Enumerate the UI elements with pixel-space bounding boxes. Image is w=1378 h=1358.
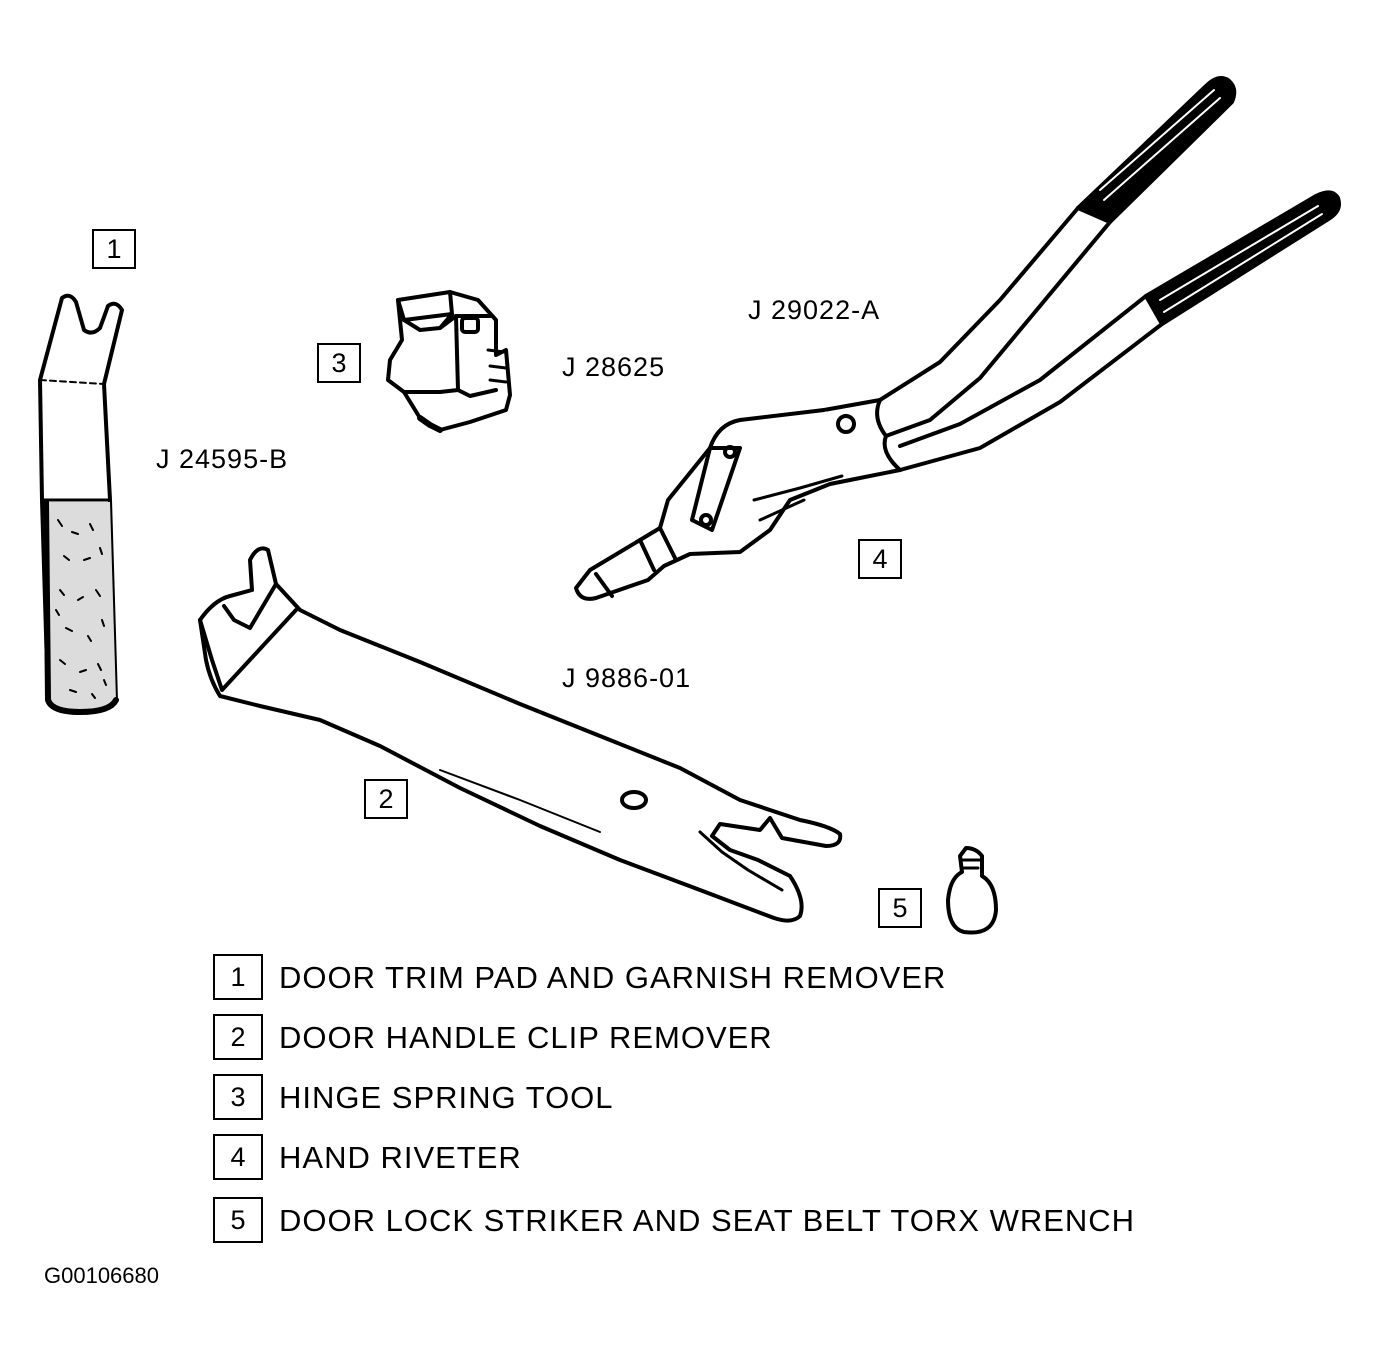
legend-number: 3: [213, 1074, 263, 1120]
legend-label: HINGE SPRING TOOL: [279, 1080, 614, 1115]
legend-row: 2 DOOR HANDLE CLIP REMOVER: [213, 1014, 1213, 1064]
callout-box-1: 1: [92, 229, 136, 269]
door-handle-clip-remover-drawing: [198, 546, 843, 923]
part-number-3: J 28625: [562, 352, 666, 382]
figure-id: G00106680: [44, 1263, 159, 1288]
legend-row: 4 HAND RIVETER: [213, 1134, 1213, 1184]
hand-riveter-drawing: [574, 76, 1341, 601]
legend-row: 1 DOOR TRIM PAD AND GARNISH REMOVER: [213, 954, 1213, 1004]
legend-label: DOOR HANDLE CLIP REMOVER: [279, 1020, 773, 1055]
legend-row: 5 DOOR LOCK STRIKER AND SEAT BELT TORX W…: [213, 1197, 1213, 1247]
legend-number: 2: [213, 1014, 263, 1060]
legend-number: 1: [213, 954, 263, 1000]
trim-pad-remover-drawing: [38, 293, 124, 715]
legend-number: 4: [213, 1134, 263, 1180]
hinge-spring-tool-drawing: [386, 290, 512, 433]
torx-wrench-drawing: [946, 846, 998, 935]
callout-box-2: 2: [364, 779, 408, 819]
legend-label: DOOR LOCK STRIKER AND SEAT BELT TORX WRE…: [279, 1203, 1136, 1238]
part-number-1: J 24595-B: [156, 444, 289, 474]
legend-number: 5: [213, 1197, 263, 1243]
part-number-4: J 29022-A: [748, 295, 881, 325]
part-number-2: J 9886-01: [562, 663, 692, 693]
legend-label: DOOR TRIM PAD AND GARNISH REMOVER: [279, 960, 947, 995]
callout-box-3: 3: [317, 343, 361, 383]
callout-box-4: 4: [858, 539, 902, 579]
legend-row: 3 HINGE SPRING TOOL: [213, 1074, 1213, 1124]
callout-box-5: 5: [878, 888, 922, 928]
legend-label: HAND RIVETER: [279, 1140, 522, 1175]
